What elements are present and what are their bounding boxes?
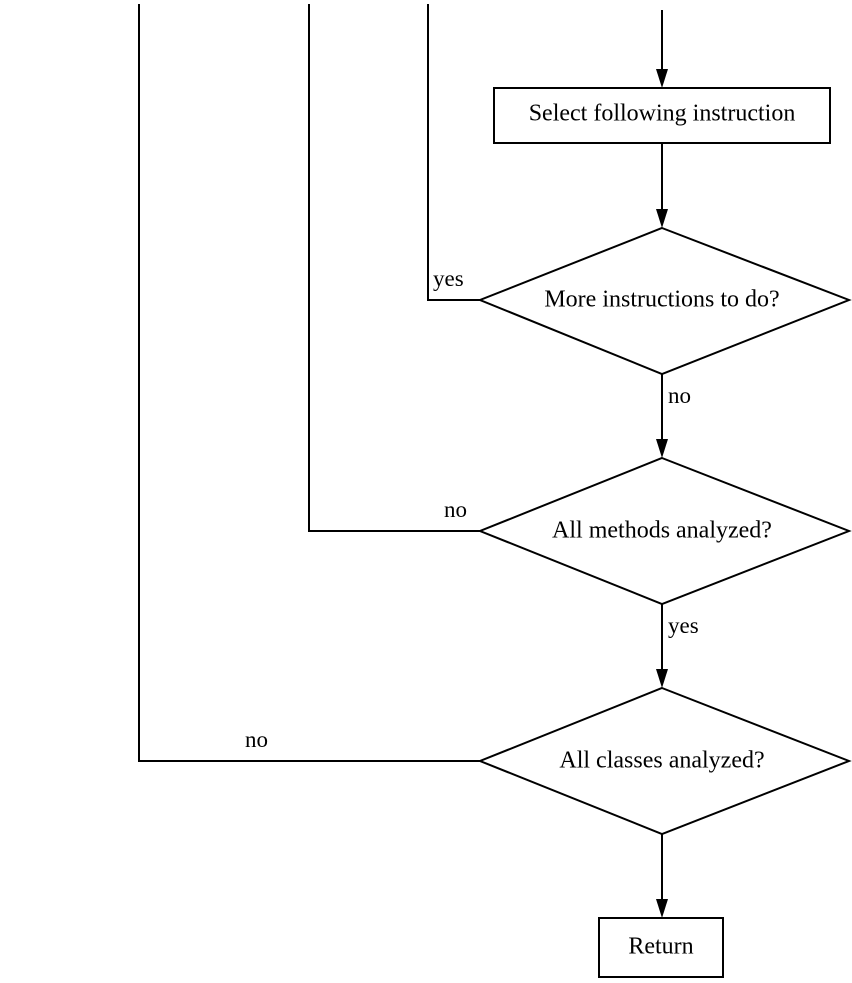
arrowhead-all-classes-to-return [656,899,668,918]
arrowhead-top-to-select [656,69,668,88]
edge-label-all-methods-no: no [444,497,467,522]
loop-line-more-instructions-yes [428,4,480,300]
edge-label-more-instructions-yes: yes [433,266,464,291]
arrowhead-more-instructions-to-all-methods [656,439,668,458]
arrowhead-select-to-more-instructions [656,209,668,228]
all-classes-label: All classes analyzed? [559,748,764,774]
return-label: Return [628,934,693,960]
edge-label-all-classes-no: no [245,727,268,752]
edge-label-more-instructions-no: no [668,383,691,408]
edge-label-all-methods-yes: yes [668,613,699,638]
all-methods-label: All methods analyzed? [552,518,772,544]
arrowhead-all-methods-to-all-classes [656,669,668,688]
more-instructions-label: More instructions to do? [544,287,779,313]
select-instruction-label: Select following instruction [529,101,796,127]
